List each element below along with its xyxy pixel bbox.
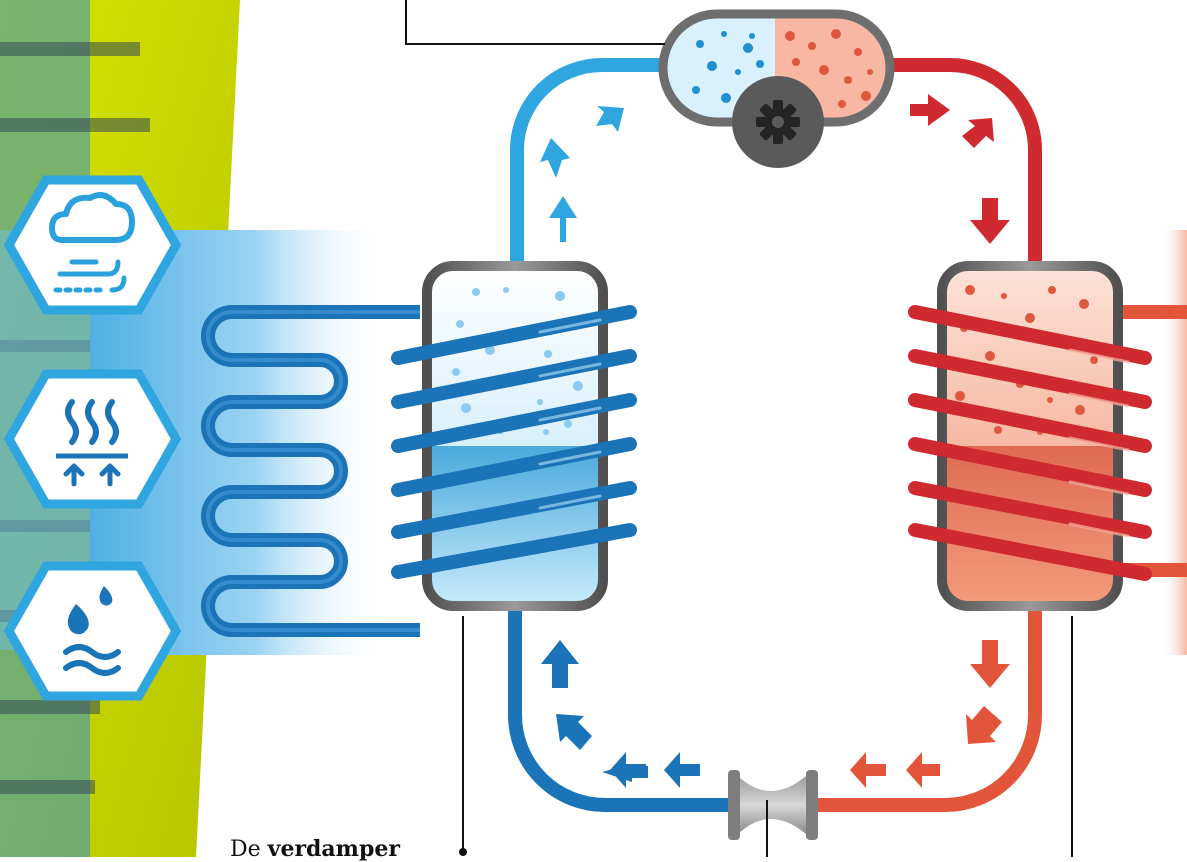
callout-dot (459, 848, 467, 856)
expansion-valve (728, 770, 818, 840)
ground-heat-icon (9, 374, 176, 504)
water-drop-icon (9, 566, 176, 696)
evaporator-caption: De verdamper (230, 836, 400, 862)
caption-prefix: De (230, 837, 261, 862)
gear-icon (732, 76, 824, 168)
warm-band (1160, 230, 1187, 655)
cloud-wind-icon (9, 180, 176, 310)
caption-term: verdamper (268, 836, 400, 862)
